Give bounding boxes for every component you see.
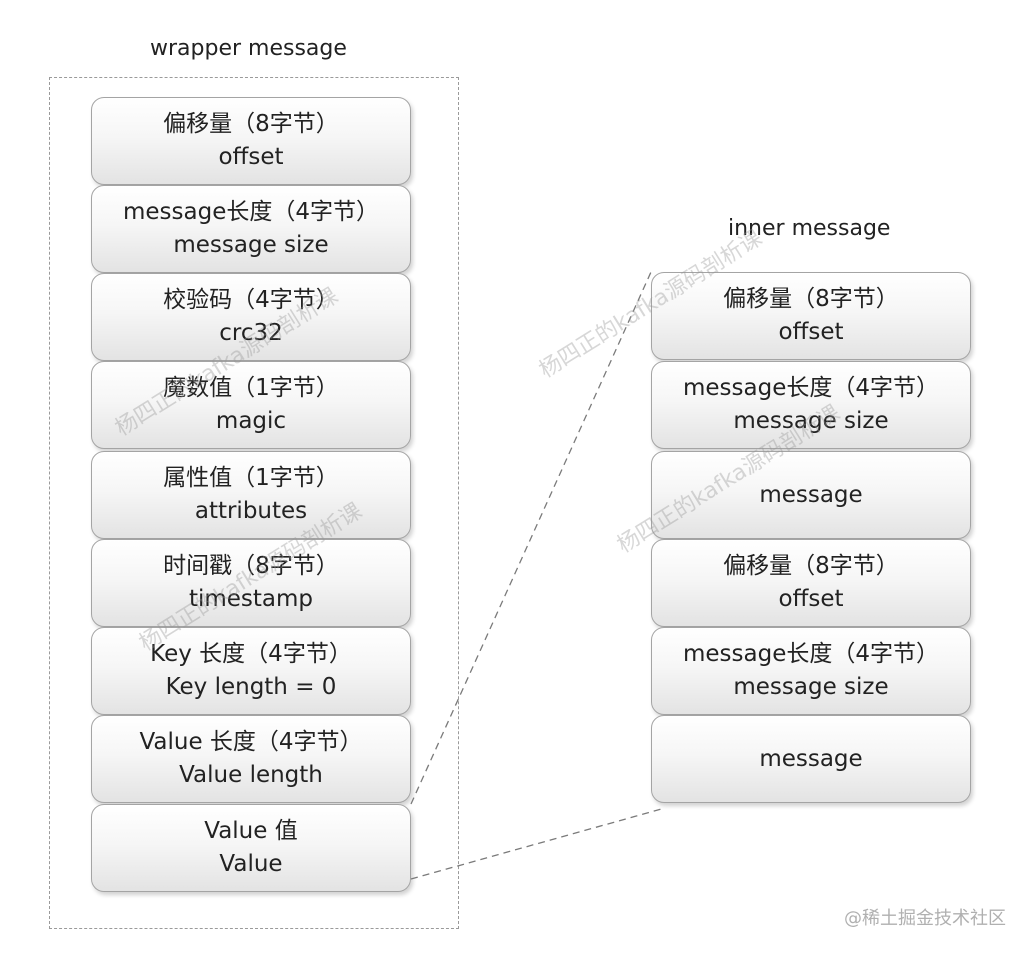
field-name: attributes <box>194 498 308 524</box>
wrapper-field-timestamp: 时间戳（8字节） timestamp <box>91 539 411 627</box>
connector-top <box>410 271 652 805</box>
field-label: 魔数值（1字节） <box>163 375 339 401</box>
inner-field-offset-2: 偏移量（8字节） offset <box>651 539 971 627</box>
field-name: message size <box>733 408 889 434</box>
wrapper-field-attributes: 属性值（1字节） attributes <box>91 451 411 539</box>
field-label: Value 值 <box>204 818 298 844</box>
inner-field-message-1: message <box>651 451 971 539</box>
field-name: Key length = 0 <box>165 674 337 700</box>
inner-field-message-size-1: message长度（4字节） message size <box>651 361 971 449</box>
field-label: message <box>759 745 863 772</box>
field-label: Value 长度（4字节） <box>139 729 363 755</box>
field-name: offset <box>778 586 844 612</box>
field-name: Value length <box>179 762 323 788</box>
inner-field-offset-1: 偏移量（8字节） offset <box>651 272 971 360</box>
field-label: message长度（4字节） <box>683 375 939 401</box>
wrapper-field-message-size: message长度（4字节） message size <box>91 185 411 273</box>
field-label: 偏移量（8字节） <box>723 286 899 312</box>
field-label: message长度（4字节） <box>683 641 939 667</box>
field-name: Value <box>219 851 283 877</box>
field-label: 属性值（1字节） <box>163 465 339 491</box>
wrapper-field-offset: 偏移量（8字节） offset <box>91 97 411 185</box>
field-label: 校验码（4字节） <box>163 287 339 313</box>
wrapper-field-value-length: Value 长度（4字节） Value length <box>91 715 411 803</box>
inner-field-message-2: message <box>651 715 971 803</box>
field-name: offset <box>218 144 284 170</box>
wrapper-message-title: wrapper message <box>150 36 347 61</box>
wrapper-field-crc32: 校验码（4字节） crc32 <box>91 273 411 361</box>
source-credit: @稀土掘金技术社区 <box>844 908 1006 929</box>
connector-bottom <box>410 807 666 880</box>
field-name: message size <box>733 674 889 700</box>
field-name: crc32 <box>219 320 283 346</box>
wrapper-message-frame <box>49 77 459 929</box>
wrapper-field-value: Value 值 Value <box>91 804 411 892</box>
inner-message-title: inner message <box>728 216 891 241</box>
field-name: offset <box>778 319 844 345</box>
field-label: 时间戳（8字节） <box>163 553 339 579</box>
field-label: 偏移量（8字节） <box>723 553 899 579</box>
field-label: message长度（4字节） <box>123 199 379 225</box>
field-label: message <box>759 481 863 508</box>
field-name: magic <box>215 408 287 434</box>
field-label: Key 长度（4字节） <box>150 641 352 667</box>
wrapper-field-key-length: Key 长度（4字节） Key length = 0 <box>91 627 411 715</box>
field-name: timestamp <box>188 586 314 612</box>
field-label: 偏移量（8字节） <box>163 111 339 137</box>
wrapper-field-magic: 魔数值（1字节） magic <box>91 361 411 449</box>
field-name: message size <box>173 232 329 258</box>
inner-field-message-size-2: message长度（4字节） message size <box>651 627 971 715</box>
